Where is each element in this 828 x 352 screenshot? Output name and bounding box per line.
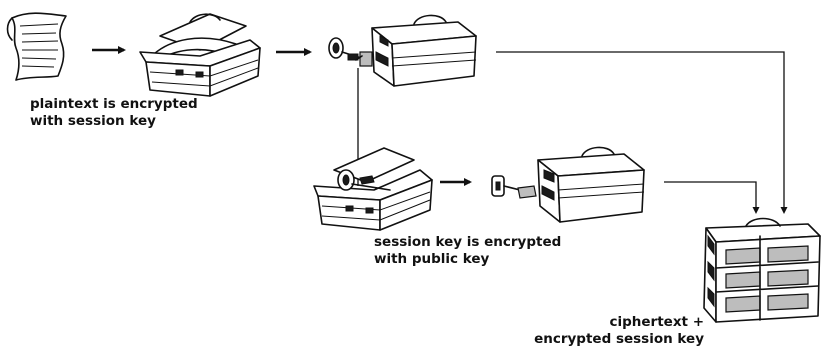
locked-key-briefcase-icon: [537, 146, 645, 223]
ciphertext-bundle-icon: [703, 217, 821, 323]
locked-briefcase-icon: [355, 14, 477, 87]
open-briefcase-key-icon: [313, 147, 433, 231]
open-briefcase-icon: [139, 13, 261, 97]
output-caption-line-2: encrypted session key: [534, 331, 704, 347]
session-key-icon: [328, 37, 369, 61]
public-key-icon: [491, 175, 537, 199]
output-caption-line-1: ciphertext +: [609, 314, 705, 330]
output-caption: ciphertext + encrypted session key: [482, 314, 704, 348]
plaintext-caption: plaintext is encrypted with session key: [30, 96, 198, 130]
plaintext-caption-line-2: with session key: [30, 113, 156, 129]
plaintext-caption-line-1: plaintext is encrypted: [30, 96, 198, 112]
plaintext-document-icon: [6, 12, 67, 81]
session-key-caption: session key is encrypted with public key: [374, 234, 561, 268]
session-key-caption-line-1: session key is encrypted: [374, 234, 562, 250]
connector-line: [496, 51, 788, 214]
session-key-caption-line-2: with public key: [374, 251, 490, 267]
connector-line: [664, 181, 760, 214]
